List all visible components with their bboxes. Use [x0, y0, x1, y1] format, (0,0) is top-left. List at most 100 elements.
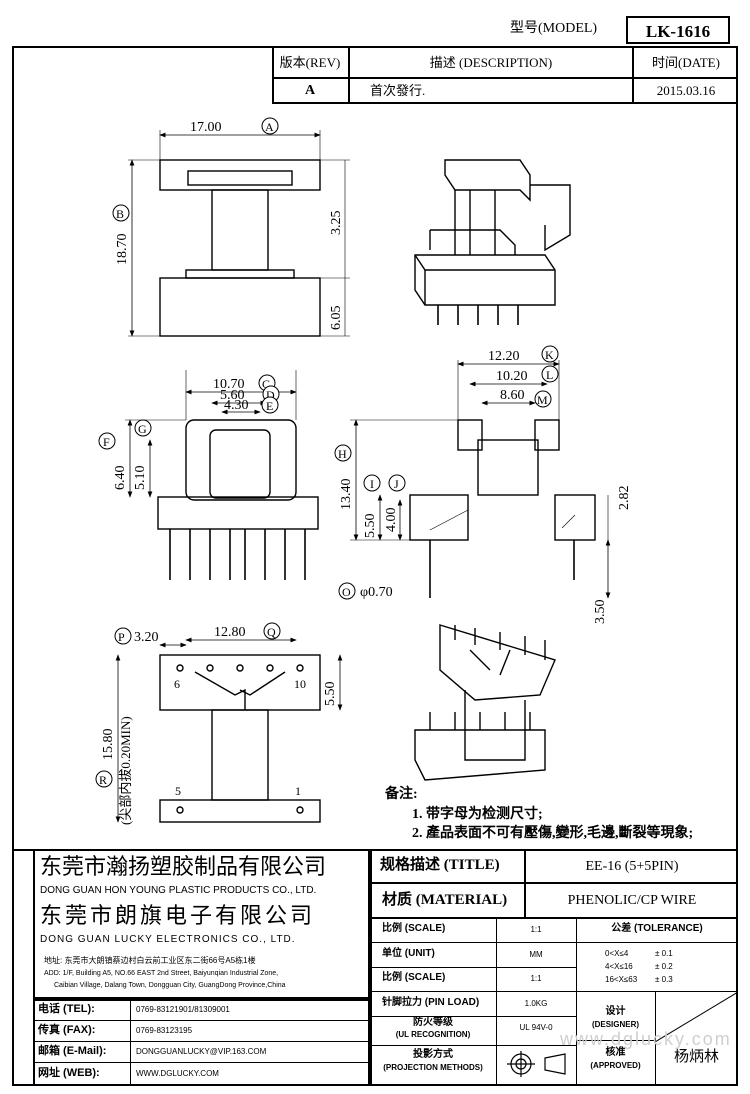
- dim-G: 5.10: [133, 466, 148, 491]
- pin-1: 1: [295, 784, 301, 798]
- dim-D: 5.60: [220, 388, 245, 403]
- material-value: PHENOLIC/CP WIRE: [567, 893, 697, 908]
- svg-text:L: L: [546, 368, 553, 382]
- dim-C: 10.70: [213, 377, 245, 392]
- note-2: 2. 產品表面不可有壓傷,變形,毛邊,斷裂等現象;: [412, 826, 694, 841]
- fax-value: 0769-83123195: [136, 1026, 193, 1035]
- circle-H: H: [334, 444, 352, 462]
- address-en-2: Caibian Village, Dalang Town, Dongguan C…: [54, 982, 286, 989]
- fax-label: 传真 (FAX):: [38, 1024, 96, 1036]
- circle-G: G: [134, 419, 152, 437]
- tol-range-2: 4<X≤16: [605, 962, 633, 971]
- designer-label: 设计: [605, 1006, 626, 1017]
- svg-text:A: A: [265, 120, 274, 134]
- circle-O: O: [338, 582, 356, 600]
- date-value: 2015.03.16: [656, 83, 716, 98]
- svg-text:M: M: [537, 393, 548, 407]
- fire-label: 防火等级: [413, 1017, 453, 1028]
- pin-10: 10: [294, 677, 306, 691]
- circle-F: F: [98, 432, 116, 450]
- svg-text:P: P: [118, 630, 125, 644]
- dim-I: 5.50: [363, 514, 378, 539]
- scale-value: 1:1: [530, 925, 542, 934]
- tol-value-3: ± 0.3: [655, 975, 673, 984]
- dim-P: 3.20: [134, 630, 159, 645]
- scale2-value: 1:1: [530, 974, 542, 983]
- mail-value: DONGGUANLUCKY@VIP.163.COM: [136, 1047, 267, 1056]
- notes-title: 备注:: [385, 787, 418, 802]
- dim-H: 13.40: [339, 479, 354, 511]
- company2-en: DONG GUAN LUCKY ELECTRONICS CO., LTD.: [40, 934, 296, 945]
- circle-P: P: [114, 627, 132, 645]
- circle-M: M: [534, 390, 552, 408]
- dim-O: φ0.70: [360, 585, 393, 600]
- pin-5: 5: [175, 784, 181, 798]
- technical-drawing: 17.00 18.70 3.25 6.05 10.70 5.60 4.30 6.…: [95, 117, 632, 825]
- dim-K: 12.20: [488, 349, 520, 364]
- material-label: 材质 (MATERIAL): [382, 892, 508, 908]
- svg-text:F: F: [103, 435, 110, 449]
- circle-J: J: [388, 474, 406, 492]
- svg-text:C: C: [262, 377, 270, 391]
- fire-value: UL 94V-0: [519, 1023, 553, 1032]
- dim-E: 4.30: [224, 398, 249, 413]
- pin-load-label: 针脚拉力 (PIN LOAD): [382, 997, 480, 1008]
- scale-label: 比例 (SCALE): [382, 923, 446, 934]
- company1-cn: 东莞市瀚扬塑胶制品有限公司: [40, 854, 327, 879]
- dim-B: 18.70: [115, 234, 130, 266]
- title-label: 规格描述 (TITLE): [380, 857, 500, 873]
- note-1: 1. 带字母为检测尺寸;: [412, 807, 543, 822]
- svg-text:H: H: [338, 447, 347, 461]
- mail-label: 邮箱 (E-Mail):: [38, 1045, 107, 1057]
- company1-en: DONG GUAN HON YOUNG PLASTIC PRODUCTS CO.…: [40, 885, 317, 896]
- contact-block: [33, 999, 370, 1086]
- dim-J: 4.00: [384, 508, 399, 533]
- model-label: 型号(MODEL): [510, 21, 598, 36]
- web-label: 网址 (WEB):: [38, 1067, 100, 1079]
- circle-L: L: [541, 365, 559, 383]
- circle-B: B: [112, 204, 130, 222]
- circle-Q: Q: [263, 622, 281, 640]
- rev-value: A: [304, 83, 316, 98]
- svg-text:I: I: [370, 477, 374, 491]
- approved-value: 杨炳林: [673, 1049, 719, 1065]
- date-label: 时间(DATE): [652, 55, 720, 70]
- projection-label-en: (PROJECTION METHODS): [383, 1063, 483, 1072]
- revision-table: [272, 46, 738, 104]
- desc-label: 描述 (DESCRIPTION): [429, 55, 553, 70]
- svg-text:Q: Q: [267, 625, 276, 639]
- dim-R: 15.80: [101, 729, 116, 761]
- dim-R-note: (尖部内拔0.20MIN): [118, 716, 133, 825]
- company2-cn: 东莞市朗旗电子有限公司: [40, 903, 316, 928]
- circle-E: E: [261, 396, 279, 414]
- address-cn: 地址: 东莞市大朗镇蔡边村白云前工业区东二街66号A5栋1楼: [44, 956, 256, 965]
- dim-282: 2.82: [617, 486, 632, 511]
- unit-label: 单位 (UNIT): [382, 948, 435, 959]
- tol-value-2: ± 0.2: [655, 962, 673, 971]
- dim-F: 6.40: [113, 466, 128, 491]
- circle-I: I: [363, 474, 381, 492]
- dim-605: 6.05: [329, 306, 344, 331]
- web-value: WWW.DGLUCKY.COM: [136, 1069, 219, 1078]
- svg-text:B: B: [116, 207, 124, 221]
- tol-range-1: 0<X≤4: [605, 949, 629, 958]
- dim-Q: 12.80: [214, 625, 246, 640]
- designer-label-en: (DESIGNER): [591, 1020, 640, 1029]
- model-value-box: LK-1616: [626, 16, 730, 44]
- tolerance-label: 公差 (TOLERANCE): [611, 923, 703, 934]
- scale2-label: 比例 (SCALE): [382, 972, 446, 983]
- dim-M: 8.60: [500, 388, 525, 403]
- pin-6: 6: [174, 677, 180, 691]
- dim-350: 3.50: [593, 600, 608, 625]
- title-value: EE-16 (5+5PIN): [585, 859, 679, 874]
- projection-label: 投影方式: [413, 1049, 453, 1060]
- dim-L: 10.20: [496, 369, 528, 384]
- pin-load-value: 1.0KG: [524, 999, 548, 1008]
- tol-range-3: 16<X≤63: [605, 975, 638, 984]
- model-value: LK-1616: [645, 22, 711, 41]
- unit-value: MM: [529, 950, 543, 959]
- svg-text:O: O: [342, 585, 351, 599]
- fire-label-en: (UL RECOGNITION): [395, 1030, 471, 1039]
- dim-325: 3.25: [329, 211, 344, 236]
- circle-A: A: [261, 117, 279, 135]
